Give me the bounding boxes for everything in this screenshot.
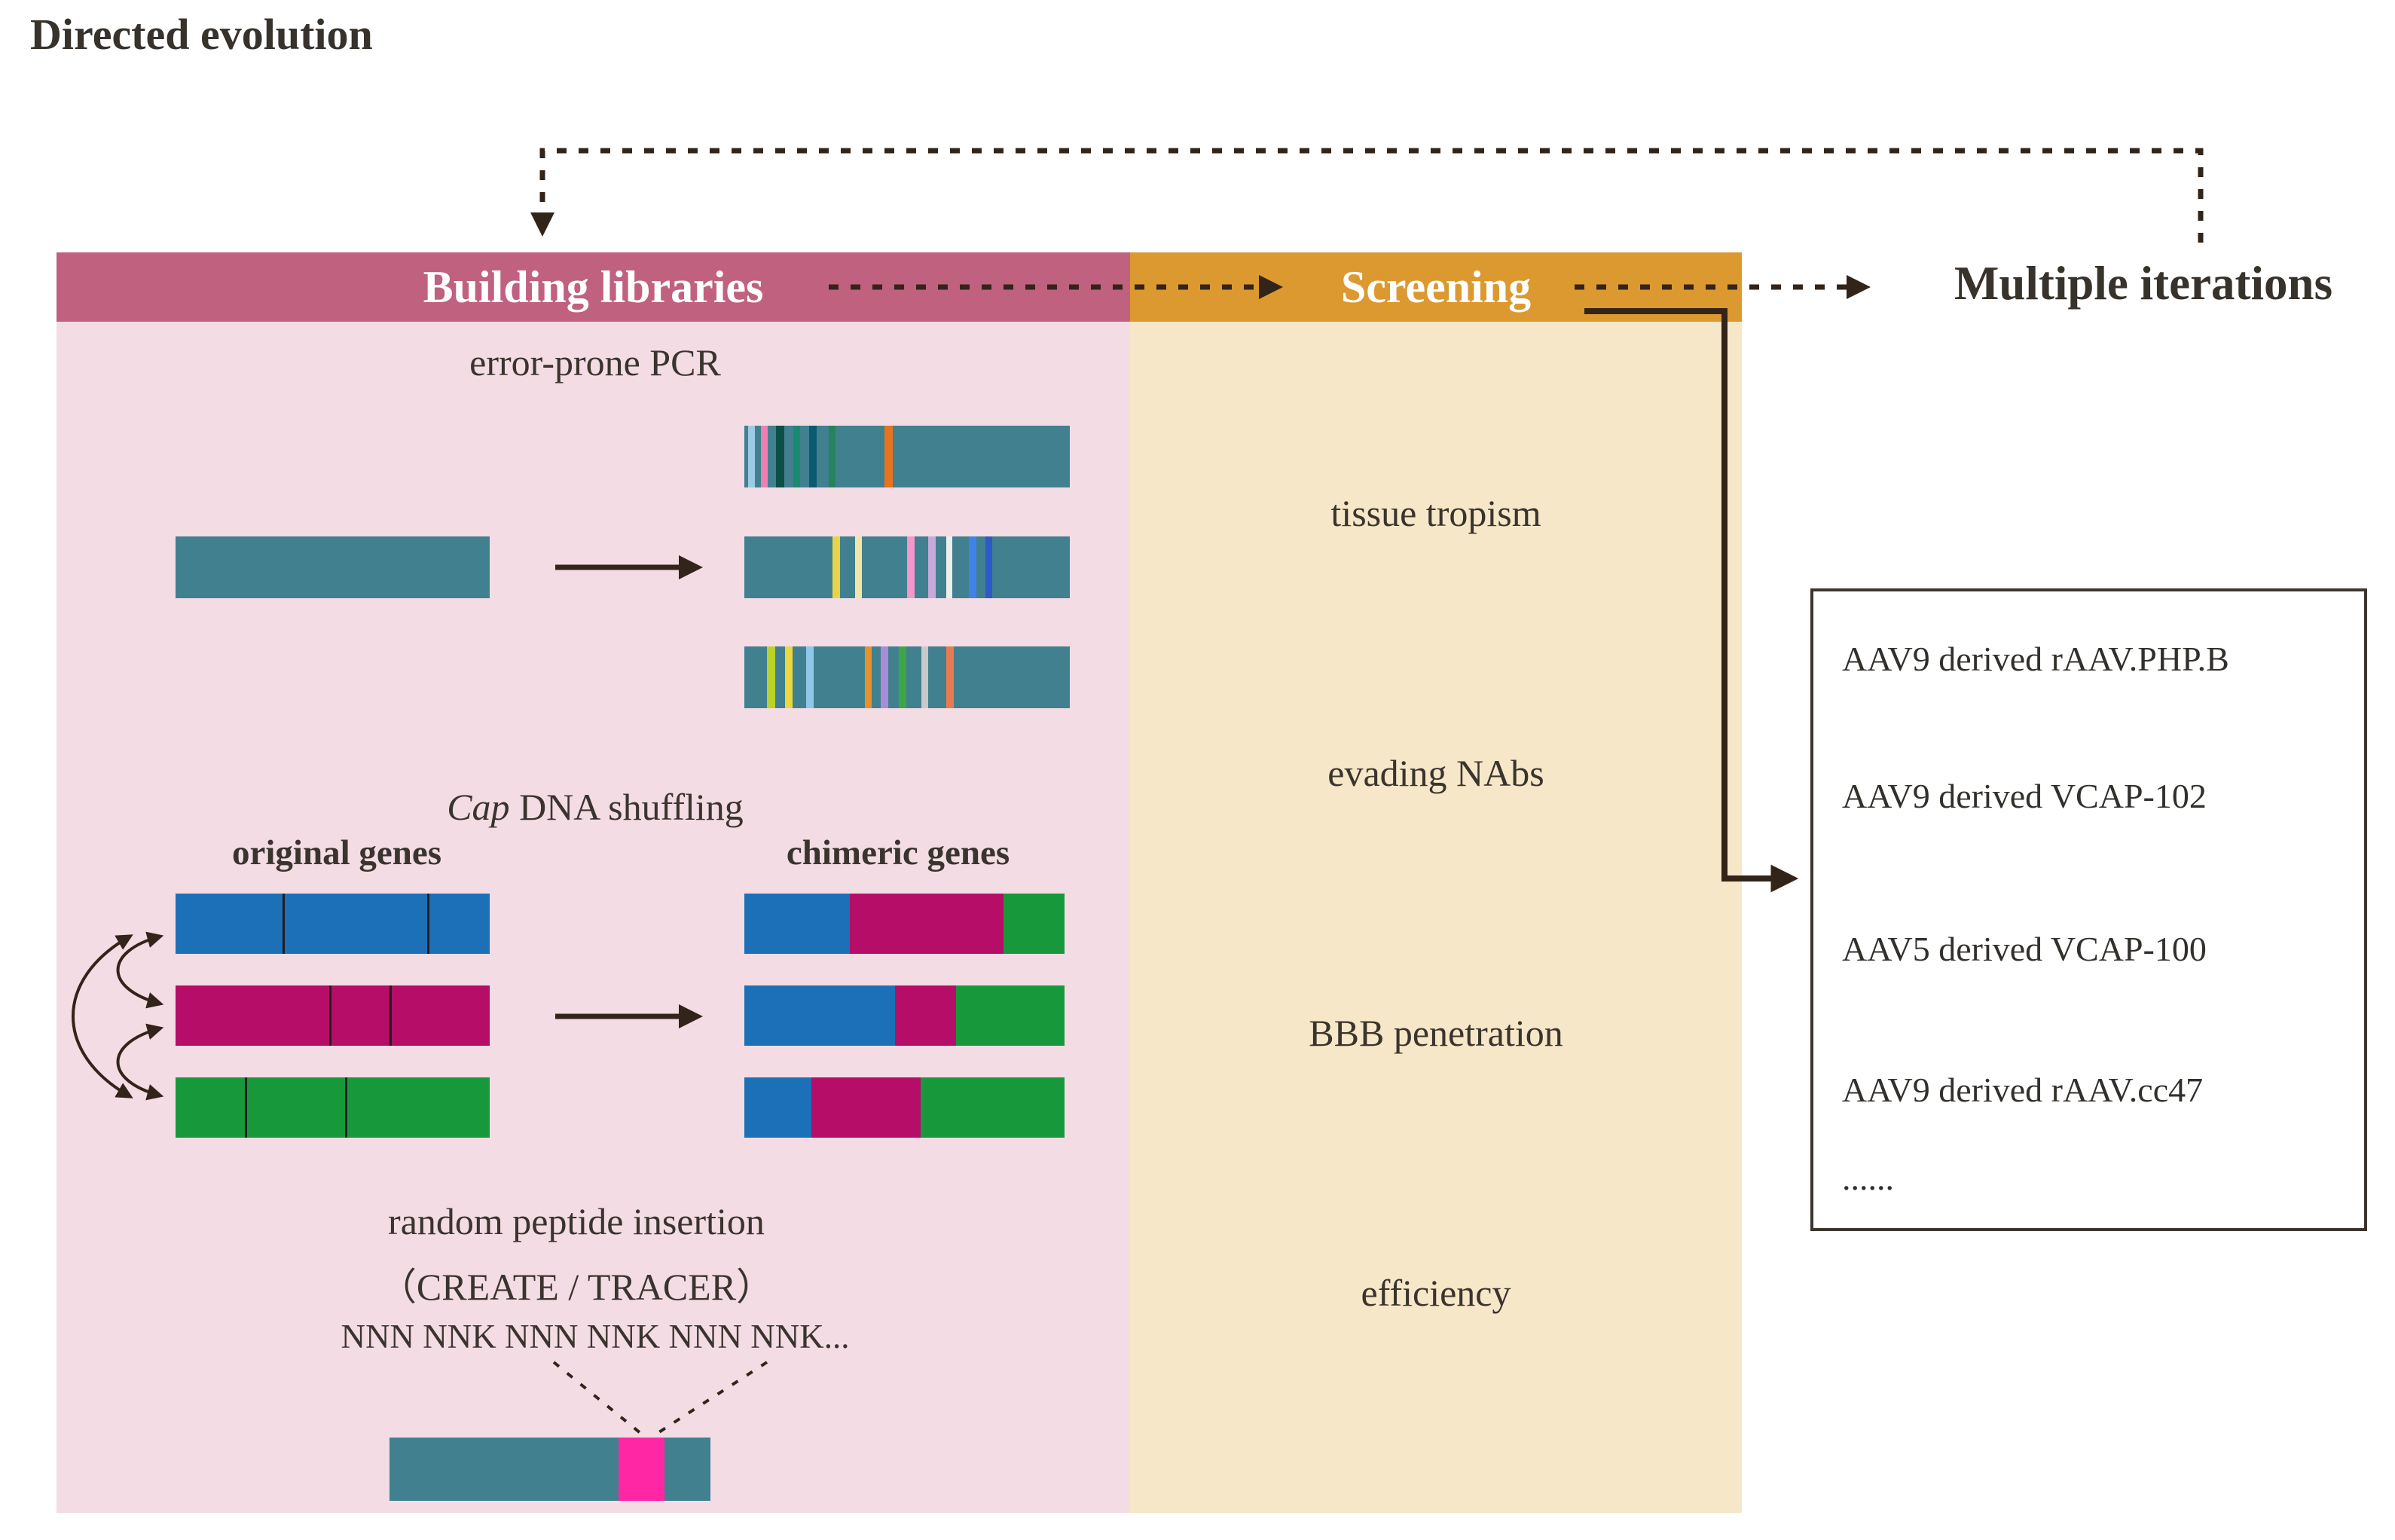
mutation-stripe [809,426,817,487]
building-libraries-header: Building libraries [57,252,1130,322]
dna-shuffling-label: DNA shuffling [509,786,744,828]
epcr-mutant-bar-2 [744,536,1070,598]
mutation-stripe [921,646,929,708]
chimeric-gene-bar-1 [744,894,1065,954]
gene-segment [850,894,1004,954]
mutation-stripe [776,426,784,487]
segment-divider [426,894,429,954]
building-libraries-header-label: Building libraries [423,261,764,312]
mutation-stripe [748,426,755,487]
mutation-stripe [864,646,872,708]
mutation-stripe [945,536,953,598]
screening-item-tissue-tropism: tissue tropism [1330,492,1541,534]
gene-segment [744,985,895,1046]
variant-vcap-102: AAV9 derived VCAP-102 [1842,777,2207,815]
variant-vcap-100: AAV5 derived VCAP-100 [1842,930,2207,968]
mutation-stripe [945,646,955,708]
gene-segment [744,1077,812,1138]
epcr-mutant-bar-3 [744,646,1070,708]
variant-raav-cc47: AAV9 derived rAAV.cc47 [1842,1071,2204,1109]
mutation-stripe [829,426,836,487]
variant-raav-phpb: AAV9 derived rAAV.PHP.B [1842,640,2229,678]
mutation-stripe [767,646,775,708]
chimeric-gene-bar-2 [744,985,1065,1046]
error-prone-pcr-title: error-prone PCR [469,341,721,383]
mutation-stripe [985,536,993,598]
mutation-stripe [969,536,977,598]
chimeric-genes-label: chimeric genes [786,833,1010,872]
iteration-loop-arrow [530,148,2204,243]
gene-segment [920,1077,1065,1138]
mutation-stripe [907,536,915,598]
screening-item-efficiency: efficiency [1361,1272,1511,1314]
original-gene-bar-magenta [176,985,490,1046]
original-gene-bar-green [176,1077,490,1138]
mutation-stripe [928,536,936,598]
nnk-codon-label: NNN NNK NNN NNK NNN NNK... [341,1318,850,1355]
epcr-source-gene-bar [176,536,490,598]
variant-ellipsis: ...... [1842,1159,1894,1197]
cap-italic-label: Cap [447,786,510,828]
gene-segment [811,1077,921,1138]
mutation-stripe [760,426,768,487]
mutation-stripe [854,536,862,598]
figure-title: Directed evolution [30,10,373,59]
mutation-stripe [785,646,793,708]
selected-variants-box: AAV9 derived rAAV.PHP.B AAV9 derived VCA… [1810,588,2367,1231]
gene-segment [1004,894,1065,954]
screening-header: Screening [1130,252,1742,322]
random-peptide-insertion-label: random peptide insertion [388,1200,765,1242]
chimeric-gene-bar-3 [744,1077,1065,1138]
screening-item-evading-nabs: evading NAbs [1327,752,1544,794]
mutation-stripe [899,646,906,708]
screening-item-bbb-penetration: BBB penetration [1309,1012,1563,1054]
create-tracer-label: （CREATE / TRACER） [378,1266,774,1308]
segment-divider [244,1077,247,1138]
segment-divider [282,894,285,954]
epcr-mutant-bar-1 [744,426,1070,487]
segment-divider [345,1077,348,1138]
mutation-stripe [619,1438,665,1501]
gene-segment [955,985,1065,1046]
mutation-stripe [806,646,814,708]
mutation-stripe [793,426,801,487]
mutation-stripe [832,536,840,598]
gene-segment [894,985,956,1046]
screening-header-label: Screening [1340,261,1532,312]
original-genes-label: original genes [231,833,442,872]
mutation-stripe [884,426,893,487]
multiple-iterations-label: Multiple iterations [1954,257,2333,310]
peptide-insert-gene-bar [389,1438,710,1501]
segment-divider [389,985,392,1046]
original-gene-bar-blue [176,894,490,954]
gene-segment [744,894,851,954]
segment-divider [329,985,332,1046]
cap-dna-shuffling-title: Cap DNA shuffling [447,785,744,829]
mutation-stripe [881,646,888,708]
